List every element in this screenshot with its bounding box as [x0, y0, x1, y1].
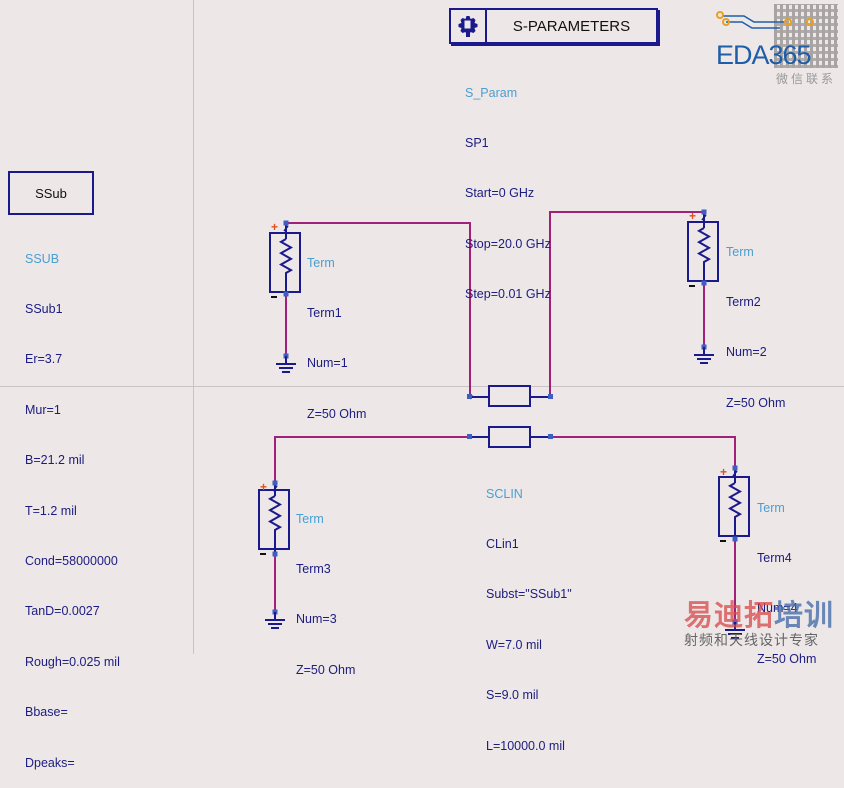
- plus-marker: +: [271, 220, 278, 234]
- substrate-param: Mur=1: [25, 402, 61, 417]
- pin-top: [283, 220, 289, 226]
- resistor-zigzag-icon: [278, 238, 294, 294]
- ground-icon[interactable]: [694, 344, 714, 364]
- coupled-line-param: S=9.0 mil: [486, 688, 539, 703]
- eda365-logo-subtext: 微信联系: [776, 72, 837, 86]
- substrate-param: Dpeaks=: [25, 755, 75, 770]
- term-type: Term: [757, 500, 785, 515]
- pin-top: [732, 465, 738, 471]
- schematic-canvas[interactable]: + + + +: [0, 0, 844, 654]
- substrate-param: Cond=58000000: [25, 553, 118, 568]
- term1-symbol[interactable]: +: [269, 220, 301, 298]
- resistor-zigzag-icon: [696, 227, 712, 283]
- term-impedance: Z=50 Ohm: [757, 651, 817, 666]
- substrate-type: SSUB: [25, 251, 60, 266]
- s-parameters-param: Step=0.01 GHz: [465, 287, 551, 302]
- pin-tick: [701, 214, 707, 221]
- ground-icon[interactable]: [725, 619, 745, 639]
- coupled-line-symbol[interactable]: [469, 385, 550, 448]
- minus-marker: [689, 285, 695, 287]
- coupled-line-instance: CLin1: [486, 536, 519, 551]
- pin-bottom: [272, 551, 278, 557]
- substrate-label: SSUB SSub1 Er=3.7 Mur=1 B=21.2 mil T=1.2…: [25, 217, 120, 788]
- wire-term1-to-clin-p1: [286, 222, 471, 397]
- term-instance: Term1: [307, 305, 342, 320]
- coupled-line-param: Subst="SSub1": [486, 587, 572, 602]
- term-instance: Term3: [296, 561, 331, 576]
- pin-tick: [732, 470, 738, 477]
- brand-watermark-red: 易迪拓: [684, 600, 775, 632]
- substrate-param: TanD=0.0027: [25, 604, 100, 619]
- plus-marker: +: [260, 480, 267, 494]
- s-parameters-component[interactable]: S-PARAMETERS: [449, 8, 658, 44]
- substrate-param: Er=3.7: [25, 352, 63, 367]
- term2-label: Term Term2 Num=2 Z=50 Ohm: [726, 210, 785, 428]
- coupled-line-label: SCLIN CLin1 Subst="SSub1" W=7.0 mil S=9.…: [486, 452, 572, 771]
- wire-term3-to-clin-p3: [274, 436, 470, 483]
- term-impedance: Z=50 Ohm: [726, 395, 786, 410]
- coupled-line-param: W=7.0 mil: [486, 637, 542, 652]
- minus-marker: [271, 296, 277, 298]
- circuit-trace-icon: [716, 11, 814, 29]
- s-parameters-param: Stop=20.0 GHz: [465, 236, 551, 251]
- plus-marker: +: [720, 465, 727, 479]
- substrate-param: T=1.2 mil: [25, 503, 77, 518]
- minus-marker: [260, 553, 266, 555]
- term4-symbol[interactable]: +: [718, 465, 750, 542]
- wires: [274, 211, 736, 622]
- ground-icon[interactable]: [265, 609, 285, 629]
- brand-watermark-subtitle: 射频和天线设计专家: [684, 632, 819, 648]
- substrate-param: B=21.2 mil: [25, 453, 85, 468]
- coupled-line-pins: [467, 394, 553, 439]
- s-parameters-param: Start=0 GHz: [465, 186, 535, 201]
- term-type: Term: [307, 255, 335, 270]
- resistor-zigzag-icon: [267, 495, 283, 554]
- term-instance: Term4: [757, 550, 792, 565]
- term-impedance: Z=50 Ohm: [307, 406, 367, 421]
- qr-code-icon: [774, 4, 838, 68]
- pin-tick: [283, 225, 289, 232]
- term-instance: Term2: [726, 294, 761, 309]
- term-num: Num=2: [726, 345, 767, 360]
- term-num: Num=4: [757, 601, 798, 616]
- brand-watermark: 易迪拓培训: [684, 592, 834, 634]
- pin-bottom: [283, 291, 289, 297]
- pin-bottom: [701, 280, 707, 286]
- brand-watermark-blue: 培训: [774, 600, 835, 632]
- wire-term4-to-clin-p4: [550, 436, 736, 468]
- coupled-line-type: SCLIN: [486, 486, 523, 501]
- eda365-logo-text: EDA365: [716, 40, 812, 70]
- term-num: Num=3: [296, 612, 337, 627]
- s-parameters-title: S-PARAMETERS: [512, 17, 631, 35]
- substrate-component[interactable]: SSub: [8, 171, 94, 215]
- term-type: Term: [296, 511, 324, 526]
- ground-icon[interactable]: [276, 353, 296, 373]
- substrate-param: Rough=0.025 mil: [25, 654, 120, 669]
- s-parameters-instance: SP1: [465, 135, 489, 150]
- coupled-line-param: L=10000.0 mil: [486, 738, 565, 753]
- s-parameters-label: S_Param SP1 Start=0 GHz Stop=20.0 GHz St…: [465, 51, 551, 320]
- minus-marker: [720, 540, 726, 542]
- substrate-instance: SSub1: [25, 301, 63, 316]
- pin-tick: [272, 485, 278, 492]
- term-num: Num=1: [307, 356, 348, 371]
- eda365-watermark: EDA365 微信联系: [714, 4, 842, 86]
- resistor-zigzag-icon: [727, 482, 743, 539]
- substrate-param: Bbase=: [25, 705, 68, 720]
- substrate-title: SSub: [35, 185, 67, 201]
- s-parameters-type: S_Param: [465, 85, 518, 100]
- term3-label: Term Term3 Num=3 Z=50 Ohm: [296, 477, 355, 695]
- term1-label: Term Term1 Num=1 Z=50 Ohm: [307, 221, 366, 439]
- pin-bottom: [732, 536, 738, 542]
- term3-symbol[interactable]: +: [258, 480, 290, 557]
- term-impedance: Z=50 Ohm: [296, 662, 356, 677]
- term4-label: Term Term4 Num=4 Z=50 Ohm: [757, 466, 816, 684]
- pin-top: [701, 209, 707, 215]
- gear-cube-icon: [451, 10, 487, 42]
- plus-marker: +: [689, 209, 696, 223]
- term2-symbol[interactable]: +: [687, 209, 719, 287]
- pin-top: [272, 480, 278, 486]
- term-type: Term: [726, 244, 754, 259]
- wire-term2-to-clin-p2: [549, 211, 704, 397]
